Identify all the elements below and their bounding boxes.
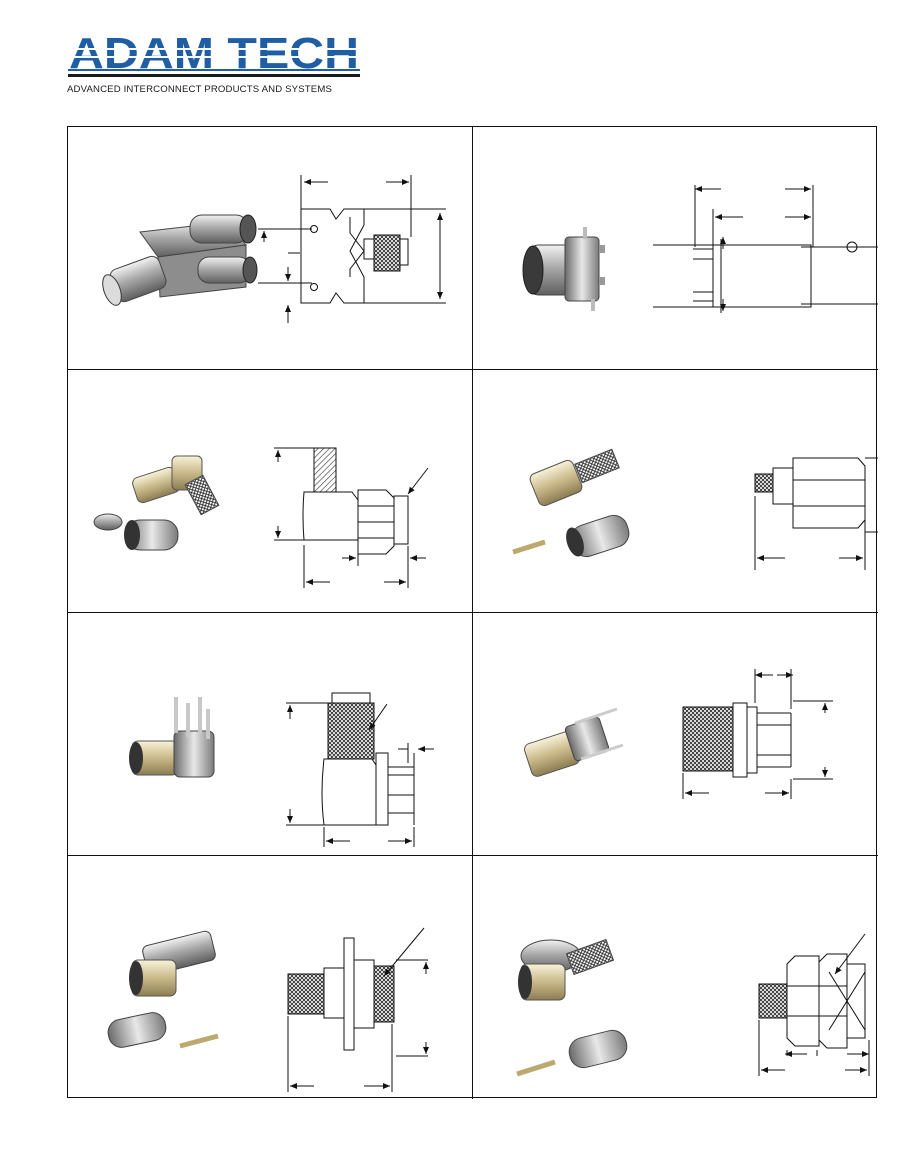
product-cell-sma-straight-pcb-jack: [473, 613, 878, 856]
bnc-t-adapter-drawing-icon: [258, 175, 446, 323]
product-cell-bnc-t-adapter: [68, 127, 473, 370]
bnc-pcb-jack-icon: [522, 227, 605, 311]
sma-right-angle-pcb-jack-icon: [129, 697, 215, 778]
sma-flange-jack-drawing-icon: [287, 927, 429, 1092]
bnc-pcb-jack-drawing-icon: [653, 185, 878, 313]
adam-tech-logo-icon: ADAM TECH: [68, 30, 360, 78]
sma-right-angle-plug-drawing-icon: [274, 447, 429, 588]
bnc-dual-jack-adapter-icon: [102, 214, 258, 306]
product-cell-sma-bulkhead-crimp-jack: [473, 856, 878, 1099]
product-cell-sma-flange-crimp-jack: [68, 856, 473, 1099]
sma-bulkhead-jack-icon: [516, 938, 628, 1077]
sma-straight-plug-drawing-icon: [754, 457, 878, 570]
sma-straight-plug-icon: [512, 448, 630, 558]
sma-right-angle-pcb-jack-drawing-icon: [286, 692, 434, 847]
sma-right-angle-plug-icon: [93, 455, 220, 551]
brand-tagline: ADVANCED INTERCONNECT PRODUCTS AND SYSTE…: [67, 84, 333, 95]
product-cell-sma-right-angle-pcb-jack: [68, 613, 473, 856]
sma-straight-pcb-jack-drawing-icon: [682, 669, 833, 799]
brand-logo: ADAM TECH: [66, 30, 362, 96]
sma-straight-pcb-jack-icon: [524, 707, 624, 777]
sma-flange-jack-icon: [107, 930, 219, 1049]
product-cell-sma-right-angle-crimp-plug: [68, 370, 473, 613]
product-cell-sma-straight-crimp-plug: [473, 370, 878, 613]
sma-bulkhead-jack-drawing-icon: [758, 933, 870, 1076]
product-grid: [67, 126, 878, 1099]
product-cell-bnc-pcb-jack: [473, 127, 878, 370]
